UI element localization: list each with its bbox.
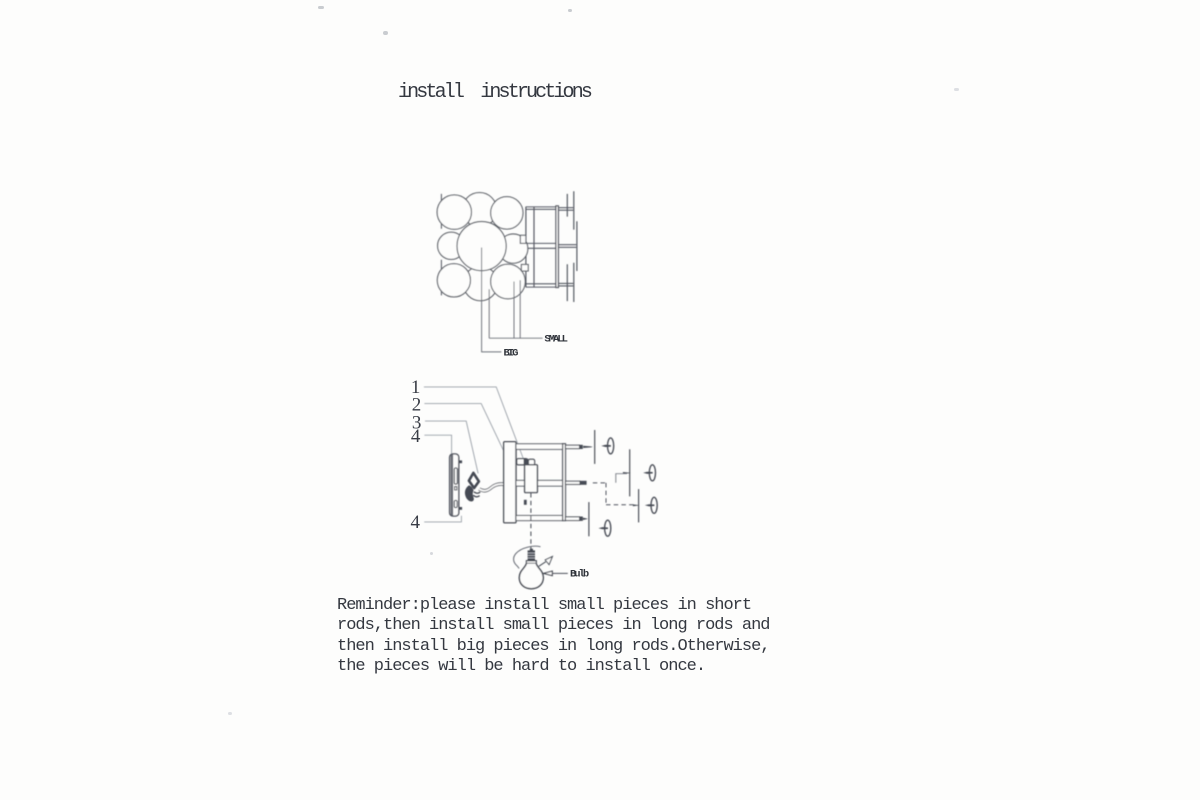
svg-text:2: 2 [412, 394, 422, 415]
svg-text:SMALL: SMALL [544, 334, 567, 346]
svg-text:3: 3 [412, 412, 422, 433]
svg-text:4: 4 [410, 512, 420, 533]
svg-text:1: 1 [411, 377, 421, 398]
svg-text:4: 4 [411, 426, 421, 447]
svg-text:BIG: BIG [504, 347, 519, 359]
svg-text:Bulb: Bulb [570, 569, 589, 581]
